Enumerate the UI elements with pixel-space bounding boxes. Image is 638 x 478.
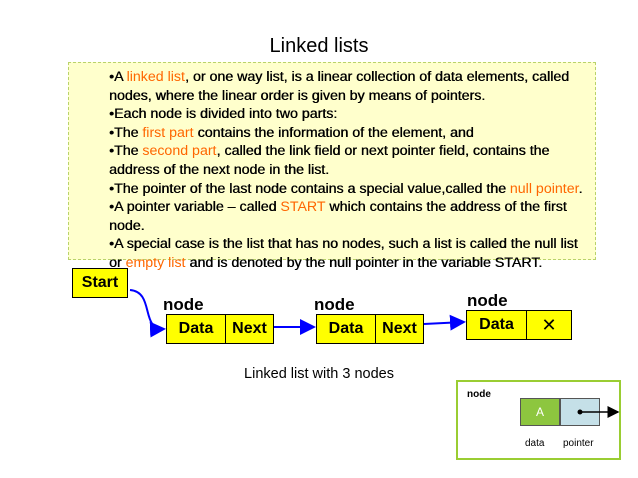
bullet-7: •A special case is the list that has no …	[109, 235, 583, 272]
node-2-data-label: Data	[328, 320, 364, 337]
highlighted-term: first part	[142, 124, 194, 141]
node-2: Data Next	[316, 314, 424, 344]
legend-pointer-arrow	[577, 406, 620, 418]
start-label: Start	[81, 274, 119, 291]
legend-cell-value: A	[535, 405, 544, 419]
diagram-caption: Linked list with 3 nodes	[244, 366, 394, 382]
legend-data-cell: A	[520, 398, 560, 426]
legend-data-label: data	[525, 438, 545, 449]
node2-next-arrow	[423, 314, 466, 331]
bullet-text: •The	[109, 124, 143, 141]
slide-title: Linked lists	[269, 35, 369, 57]
bullet-6: •A pointer variable – called START which…	[109, 198, 583, 235]
node-3-null-cell: ✕	[527, 311, 571, 339]
node-2-next-cell: Next	[376, 315, 423, 343]
node-1-next-label: Next	[232, 320, 267, 337]
highlighted-term: empty list	[125, 254, 186, 271]
node-1: Data Next	[166, 314, 274, 344]
node-2-data-cell: Data	[317, 315, 376, 343]
bullet-text: •The pointer of the last node contains a…	[109, 180, 510, 197]
start-pointer-arrow	[129, 289, 166, 338]
bullet-text: contains the information of the element,…	[193, 124, 474, 141]
bullet-text: •A	[109, 69, 127, 85]
bullet-3: •The first part contains the information…	[109, 124, 583, 143]
bullet-5: •The pointer of the last node contains a…	[109, 180, 583, 199]
bullet-text: .	[578, 180, 583, 197]
node-label-1: node	[163, 295, 204, 314]
node-label-2: node	[314, 295, 355, 314]
node-1-data-cell: Data	[167, 315, 226, 343]
node-3-data-label: Data	[479, 316, 514, 333]
node-1-data-label: Data	[178, 320, 214, 337]
bullet-text: •The	[109, 143, 143, 160]
highlighted-term: linked list	[126, 69, 185, 85]
node-3: Data ✕	[466, 310, 572, 340]
start-box: Start	[72, 268, 128, 298]
null-pointer-icon: ✕	[541, 315, 557, 335]
node-legend: node A data pointer	[456, 380, 621, 460]
legend-pointer-label: pointer	[563, 438, 594, 449]
bullet-text: •A special case is the list that has no …	[109, 236, 578, 271]
highlighted-term: second part	[142, 143, 217, 160]
node-3-data-cell: Data	[467, 311, 527, 339]
legend-title: node	[467, 389, 491, 400]
bullet-text: which contains the address of the first …	[109, 199, 567, 234]
bullet-1: •A linked list, or one way list, is a li…	[109, 68, 583, 105]
node-1-next-cell: Next	[226, 315, 273, 343]
bullet-text: •Each node is divided into two parts:	[109, 106, 338, 123]
node-label-3: node	[467, 291, 508, 310]
highlighted-term: null pointer	[509, 180, 579, 197]
bullet-text: , or one way list, is a linear collectio…	[109, 69, 569, 104]
bullet-text: •A pointer variable – called	[109, 199, 281, 216]
bullet-text-box: •A linked list, or one way list, is a li…	[68, 62, 596, 271]
bullet-2: •Each node is divided into two parts:	[109, 105, 583, 124]
bullet-text: , called the link field or next pointer …	[109, 143, 550, 178]
bullet-4: •The second part, called the link field …	[109, 142, 583, 179]
node-2-next-label: Next	[382, 320, 417, 337]
highlighted-term: START	[280, 199, 326, 216]
bullet-text: and is denoted by the null pointer in th…	[185, 254, 543, 271]
